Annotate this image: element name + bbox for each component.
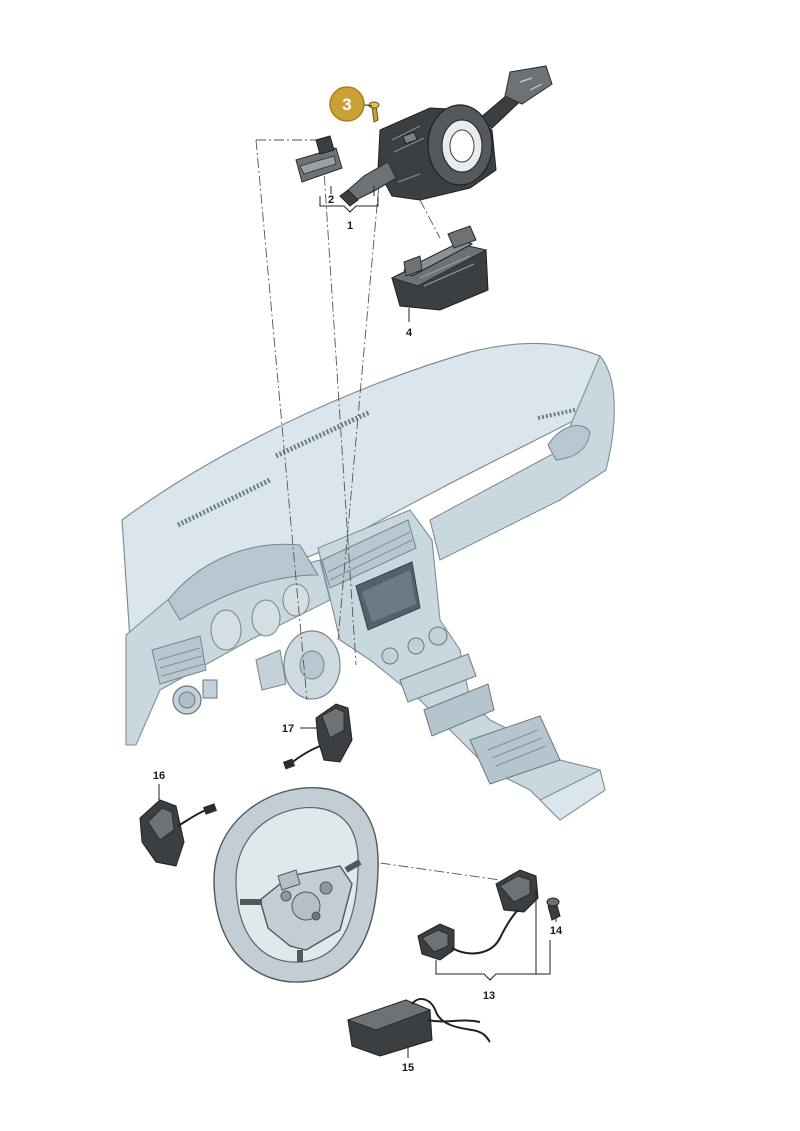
- combination-switch: [339, 65, 553, 207]
- switch-assembly-13: [417, 869, 539, 961]
- bolt: [546, 897, 561, 921]
- bracket: [295, 135, 343, 183]
- control-module: [390, 225, 489, 311]
- button-module-17: [282, 703, 353, 770]
- callout-3-badge: [329, 86, 365, 122]
- button-module-16: [139, 799, 218, 867]
- callout-16-label: 16: [153, 770, 165, 782]
- callout-labels: 3 2 1 4 17 16 14 13 15: [153, 86, 563, 1074]
- callout-14-label: 14: [550, 925, 563, 937]
- callout-17-label: 17: [282, 723, 294, 735]
- dashboard-assembly: [121, 342, 615, 821]
- callout-2-label: 2: [328, 194, 334, 206]
- callout-13-label: 13: [483, 990, 495, 1002]
- screw: [368, 101, 380, 123]
- callout-4-label: 4: [406, 327, 413, 339]
- leader-lines: [158, 103, 557, 1058]
- callout-1-label: 1: [347, 220, 353, 232]
- callout-15-label: 15: [402, 1062, 414, 1074]
- steering-wheel: [213, 787, 379, 983]
- callout-3-label: 3: [342, 95, 351, 114]
- control-unit-15: [346, 997, 491, 1057]
